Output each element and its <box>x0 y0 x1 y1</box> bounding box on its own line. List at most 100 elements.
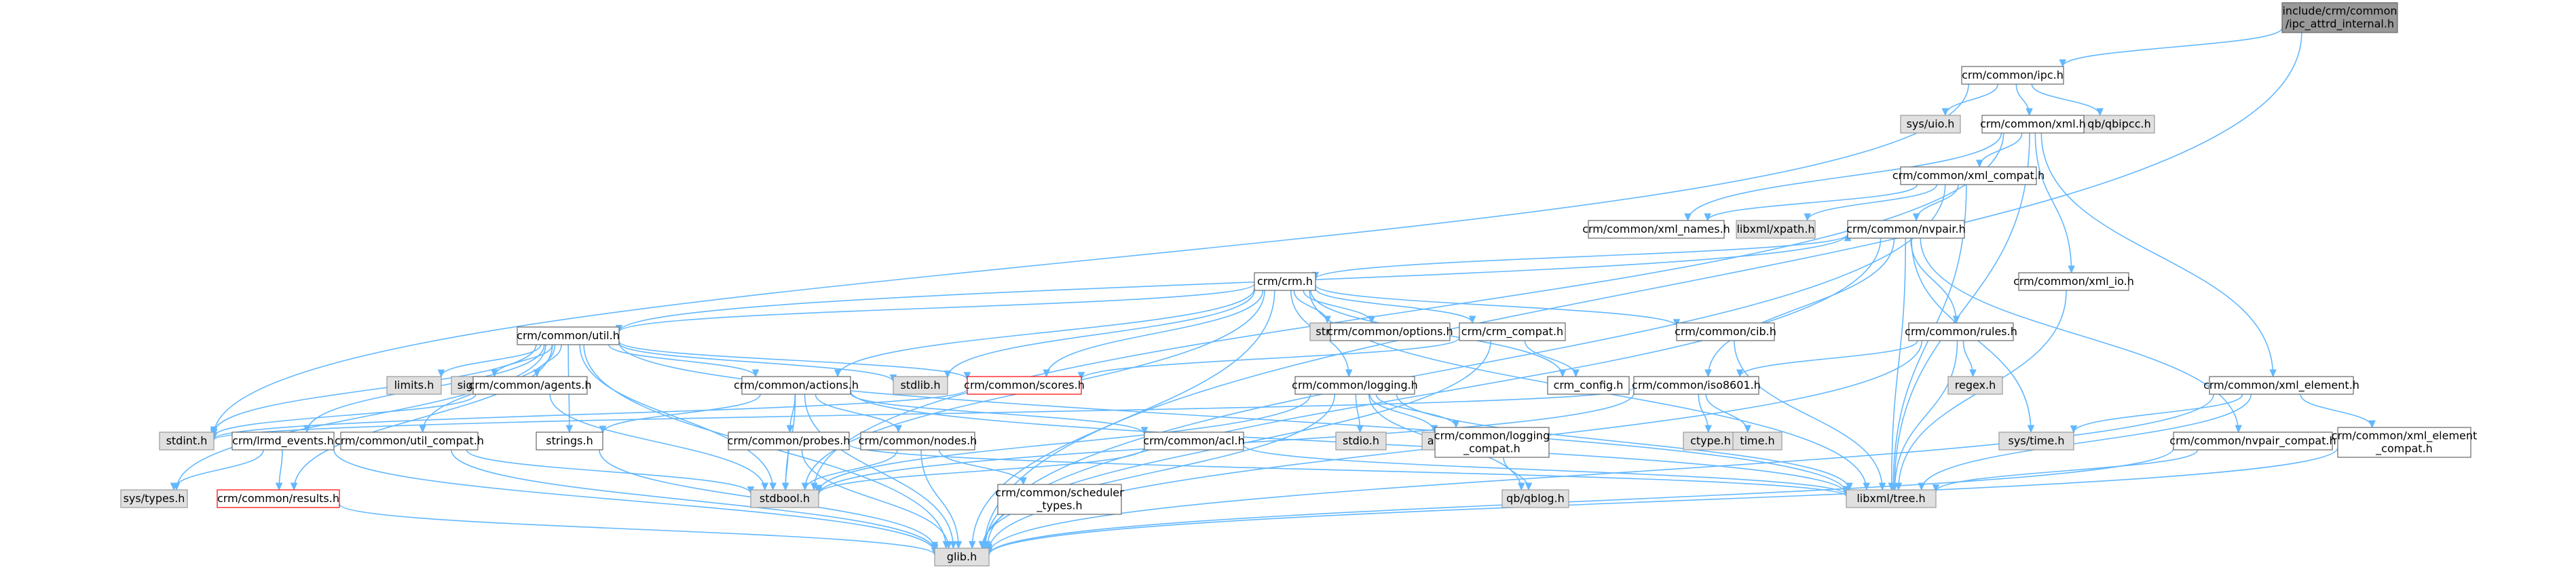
node-iso8601[interactable]: crm/common/iso8601.h <box>1632 376 1761 395</box>
node-label: crm/common/acl.h <box>1143 434 1244 447</box>
node-root[interactable]: include/crm/common/ipc_attrd_internal.h <box>2281 2 2398 33</box>
edge-agents-to-stdbool_h <box>549 394 769 491</box>
edge-lrmd_events-to-results <box>275 449 283 491</box>
node-label: crm/common/probes.h <box>728 434 851 447</box>
edge-crm_h-to-options <box>1303 290 1376 324</box>
node-xml-element-compat[interactable]: crm/common/xml_element_compat.h <box>2332 427 2478 458</box>
node-label: time.h <box>1740 434 1774 447</box>
node-label: limits.h <box>394 379 434 391</box>
node-label: _types.h <box>1036 499 1082 513</box>
node-util-compat[interactable]: crm/common/util_compat.h <box>335 432 484 451</box>
edge-nvpair-to-crm_h <box>1311 233 1848 280</box>
edge-util-to-signal_h <box>491 344 553 378</box>
node-agents[interactable]: crm/common/agents.h <box>469 376 592 395</box>
node-label: crm/common/nvpair.h <box>1846 223 1966 235</box>
node-label: crm/common/xml_names.h <box>1582 223 1730 236</box>
node-label: stdlib.h <box>900 379 940 391</box>
edge-nvpair-to-iso8601 <box>1704 237 1895 378</box>
node-actions[interactable]: crm/common/actions.h <box>734 376 859 395</box>
node-glib-h: glib.h <box>934 548 990 567</box>
node-util[interactable]: crm/common/util.h <box>517 326 620 345</box>
node-libxml-xpath: libxml/xpath.h <box>1736 220 1816 239</box>
node-label: crm/common/xml_element.h <box>2203 379 2359 392</box>
node-label: crm/common/xml.h <box>1980 117 2086 130</box>
edge-xml_compat-to-nvpair <box>1912 184 1959 222</box>
node-label: regex.h <box>1955 379 1996 391</box>
node-label: include/crm/common <box>2282 5 2397 18</box>
edge-logging-to-stdio_h <box>1355 394 1364 434</box>
node-nodes[interactable]: crm/common/nodes.h <box>859 432 977 451</box>
edge-crm_compat-to-crm_config <box>1524 340 1580 378</box>
edge-util-to-limits_h <box>437 344 542 378</box>
node-label: sys/time.h <box>2009 434 2065 447</box>
edge-ipc-to-sys_uio <box>1941 83 1998 117</box>
node-xml-io[interactable]: crm/common/xml_io.h <box>2013 272 2134 291</box>
node-sys-uio: sys/uio.h <box>1900 115 1961 134</box>
edge-xml_element-to-sys_time <box>2070 394 2243 434</box>
node-ctype-h: ctype.h <box>1683 432 1738 451</box>
node-time-h: time.h <box>1732 432 1782 451</box>
node-scheduler-types[interactable]: crm/common/scheduler_types.h <box>995 484 1124 515</box>
node-results[interactable]: crm/common/results.h <box>217 489 340 508</box>
node-scores[interactable]: crm/common/scores.h <box>964 376 1085 395</box>
node-xml[interactable]: crm/common/xml.h <box>1980 115 2086 134</box>
node-label: _compat.h <box>2375 442 2433 456</box>
edge-probes-to-stdbool_h <box>781 449 789 491</box>
node-label: qb/qbipcc.h <box>2087 117 2150 130</box>
node-stdlib-h: stdlib.h <box>893 376 948 395</box>
edge-xml_element-to-xml_element_compat <box>2300 394 2376 429</box>
edge-nodes-to-scheduler_types <box>938 449 1027 486</box>
edge-nvpair-to-rules <box>1910 237 1960 324</box>
node-label: crm/common/xml_io.h <box>2013 275 2134 288</box>
node-xml-names[interactable]: crm/common/xml_names.h <box>1582 220 1730 239</box>
node-label: crm/common/nvpair_compat.h <box>2169 434 2336 448</box>
node-xml-element[interactable]: crm/common/xml_element.h <box>2203 376 2359 395</box>
edge-nodes-to-glib_h <box>920 449 963 550</box>
node-lrmd-events[interactable]: crm/lrmd_events.h <box>231 432 335 451</box>
edge-util-to-libxml_tree <box>618 342 1850 495</box>
node-label: crm/common/scores.h <box>964 379 1085 391</box>
node-label: glib.h <box>947 550 977 563</box>
node-crm-compat[interactable]: crm/crm_compat.h <box>1459 322 1566 341</box>
node-crm-config[interactable]: crm_config.h <box>1547 376 1630 395</box>
edge-ipc-to-qb_qbipcc <box>2031 83 2104 117</box>
edge-logging-to-libxml_tree <box>1396 394 1853 491</box>
node-crm-h[interactable]: crm/crm.h <box>1254 272 1316 291</box>
node-label: crm/crm_compat.h <box>1461 325 1563 339</box>
node-cib[interactable]: crm/common/cib.h <box>1675 322 1776 341</box>
node-label: crm/common/ipc.h <box>1962 69 2064 81</box>
node-nvpair-compat[interactable]: crm/common/nvpair_compat.h <box>2169 432 2336 451</box>
edge-crm_h-to-crm_compat <box>1315 288 1476 324</box>
edge-nvpair_compat-to-libxml_tree <box>1932 449 2199 493</box>
node-logging[interactable]: crm/common/logging.h <box>1292 376 1418 395</box>
edge-util-to-results <box>290 344 553 491</box>
edge-actions-to-glib_h <box>804 394 957 550</box>
node-sys-types: sys/types.h <box>120 489 188 508</box>
node-ipc[interactable]: crm/common/ipc.h <box>1961 66 2064 85</box>
edge-util-to-stdbool_h <box>579 344 777 491</box>
node-strings-h[interactable]: strings.h <box>536 432 603 451</box>
edge-crm_h-to-scores <box>1043 290 1264 378</box>
node-qb-qbipcc: qb/qbipcc.h <box>2083 115 2155 134</box>
node-label: _compat.h <box>1463 442 1520 456</box>
edge-util_compat-to-stdbool_h <box>466 449 755 495</box>
node-label: crm/common/logging.h <box>1292 379 1418 391</box>
node-acl[interactable]: crm/common/acl.h <box>1143 432 1245 451</box>
node-stdbool-h: stdbool.h <box>750 489 819 508</box>
edge-crm_h-to-util <box>615 283 1255 333</box>
node-xml-compat[interactable]: crm/common/xml_compat.h <box>1892 166 2045 185</box>
node-label: sys/types.h <box>124 492 185 505</box>
node-probes[interactable]: crm/common/probes.h <box>728 432 851 451</box>
edge-xml_compat-to-xml_names <box>1704 184 1918 222</box>
edge-nvpair_compat-to-glib_h <box>985 448 2174 556</box>
node-nvpair[interactable]: crm/common/nvpair.h <box>1846 220 1966 239</box>
node-rules[interactable]: crm/common/rules.h <box>1905 322 2017 341</box>
edge-iso8601-to-time_h <box>1705 394 1752 434</box>
edge-xml-to-xml_io <box>2034 132 2075 274</box>
node-label: /ipc_attrd_internal.h <box>2285 18 2394 31</box>
edge-xml-to-xml_names <box>1684 132 2002 222</box>
node-label: stdio.h <box>1343 434 1379 447</box>
node-logging-compat[interactable]: crm/common/logging_compat.h <box>1434 427 1550 458</box>
node-options[interactable]: crm/common/options.h <box>1327 322 1453 341</box>
